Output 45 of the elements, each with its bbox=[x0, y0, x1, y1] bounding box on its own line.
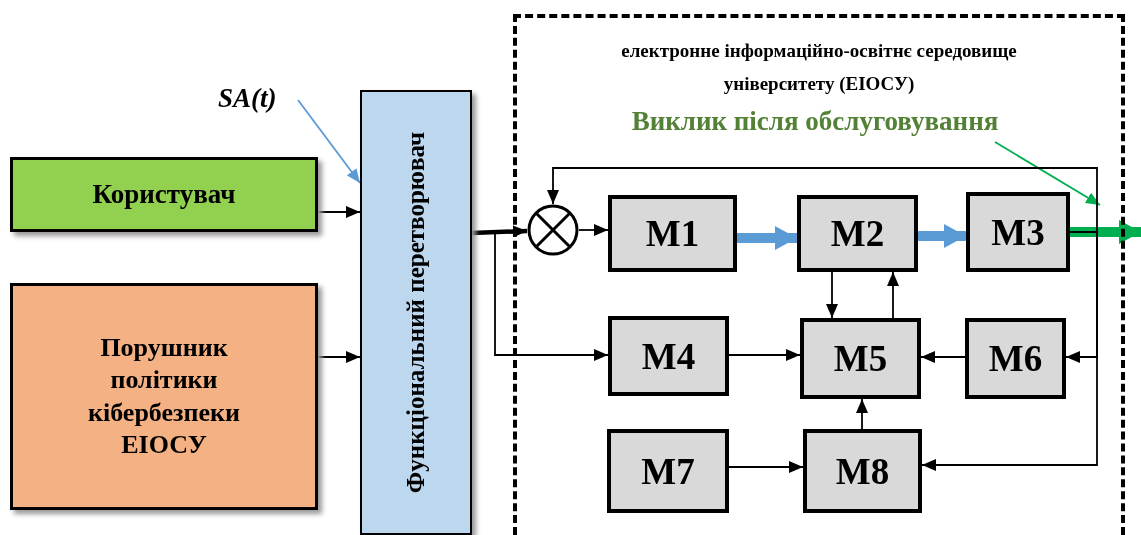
arrow bbox=[918, 224, 966, 248]
module-label: M1 bbox=[645, 212, 700, 255]
arrow bbox=[826, 271, 838, 319]
arrow bbox=[728, 349, 801, 361]
module-label: M2 bbox=[830, 212, 885, 255]
module-box bbox=[607, 429, 729, 513]
module-label: M7 bbox=[641, 449, 695, 493]
output-arrow bbox=[1070, 220, 1141, 244]
module-label: M5 bbox=[833, 337, 888, 380]
arrow bbox=[856, 398, 868, 430]
module-box bbox=[965, 318, 1066, 399]
node-text: Функціональний перетворювач bbox=[401, 131, 431, 494]
module-label: M8 bbox=[835, 449, 890, 493]
module-label: M3 bbox=[991, 210, 1045, 254]
converter-box bbox=[360, 90, 472, 535]
arrow bbox=[317, 206, 361, 218]
arrow bbox=[737, 226, 797, 250]
arrow bbox=[887, 271, 899, 319]
node-text: SA(t) bbox=[218, 82, 277, 114]
module-box bbox=[608, 316, 729, 396]
node-text: Користувач bbox=[92, 179, 236, 210]
node-text: Порушник політики кібербезпеки ЕІОСУ bbox=[87, 331, 241, 461]
actor-box bbox=[10, 283, 318, 510]
arrow bbox=[921, 231, 1098, 471]
environment-boundary bbox=[513, 14, 1125, 535]
module-box bbox=[608, 195, 737, 272]
actor-box bbox=[10, 157, 318, 232]
module-box bbox=[800, 318, 921, 399]
node-text: Виклик після обслуговування bbox=[631, 105, 999, 137]
arrow bbox=[920, 351, 966, 363]
module-label: M6 bbox=[988, 337, 1043, 380]
module-box bbox=[966, 192, 1070, 272]
arrow bbox=[728, 461, 804, 473]
arrow bbox=[578, 224, 609, 236]
leader-line bbox=[994, 141, 1101, 206]
arrow bbox=[547, 167, 1098, 233]
module-label: M4 bbox=[641, 334, 696, 378]
module-box bbox=[803, 429, 922, 513]
arrow bbox=[317, 351, 361, 363]
arrow bbox=[297, 99, 361, 184]
module-box bbox=[797, 195, 918, 272]
arrow bbox=[471, 232, 609, 361]
summing-junction bbox=[527, 204, 579, 256]
arrow bbox=[471, 225, 528, 238]
environment-title: електронне інформаційно-освітнє середовище університету (ЕІОСУ) bbox=[620, 39, 1018, 97]
